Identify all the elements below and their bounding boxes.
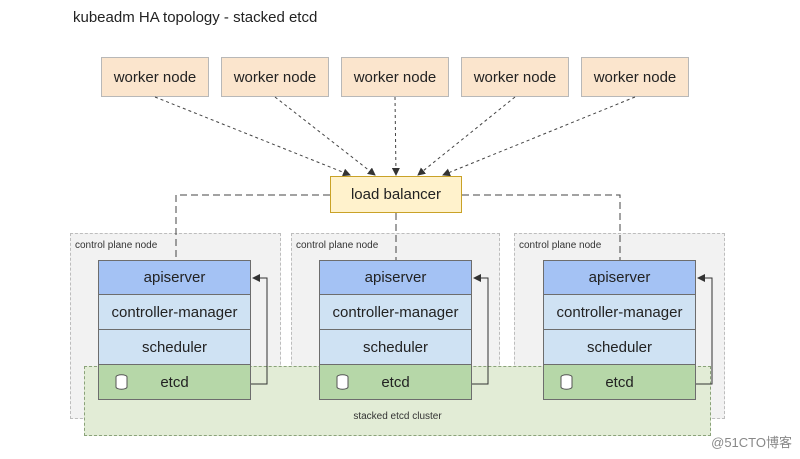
control-plane-node-label: control plane node: [519, 240, 602, 251]
etcd-label: etcd: [605, 373, 634, 391]
controller-manager-box: controller-manager: [543, 295, 696, 330]
worker-to-lb-arrow-5: [442, 96, 636, 177]
worker-node-5: worker node: [581, 57, 689, 97]
diagram-title: kubeadm HA topology - stacked etcd: [73, 9, 318, 26]
etcd-label: etcd: [160, 373, 189, 391]
worker-node-1: worker node: [101, 57, 209, 97]
worker-node-4: worker node: [461, 57, 569, 97]
database-icon: [560, 374, 573, 390]
etcd-box: etcd: [98, 365, 251, 400]
control-plane-node-label: control plane node: [296, 240, 379, 251]
scheduler-box: scheduler: [98, 330, 251, 365]
apiserver-box: apiserver: [319, 260, 472, 295]
load-balancer: load balancer: [330, 176, 462, 213]
scheduler-box: scheduler: [319, 330, 472, 365]
etcd-box: etcd: [543, 365, 696, 400]
worker-node-2: worker node: [221, 57, 329, 97]
worker-to-lb-arrow-1: [154, 96, 351, 177]
controller-manager-box: controller-manager: [98, 295, 251, 330]
apiserver-box: apiserver: [543, 260, 696, 295]
controller-manager-box: controller-manager: [319, 295, 472, 330]
control-plane-node-label: control plane node: [75, 240, 158, 251]
component-stack-3: apiserver controller-manager scheduler e…: [543, 260, 696, 400]
component-stack-2: apiserver controller-manager scheduler e…: [319, 260, 472, 400]
etcd-cluster-label: stacked etcd cluster: [353, 411, 442, 422]
etcd-label: etcd: [381, 373, 410, 391]
worker-to-lb-arrow-4: [417, 96, 516, 176]
worker-node-3: worker node: [341, 57, 449, 97]
worker-to-lb-arrow-3: [391, 96, 400, 176]
scheduler-box: scheduler: [543, 330, 696, 365]
database-icon: [336, 374, 349, 390]
apiserver-box: apiserver: [98, 260, 251, 295]
database-icon: [115, 374, 128, 390]
etcd-box: etcd: [319, 365, 472, 400]
watermark: @51CTO博客: [711, 435, 792, 450]
component-stack-1: apiserver controller-manager scheduler e…: [98, 260, 251, 400]
worker-to-lb-arrow-2: [274, 96, 376, 176]
